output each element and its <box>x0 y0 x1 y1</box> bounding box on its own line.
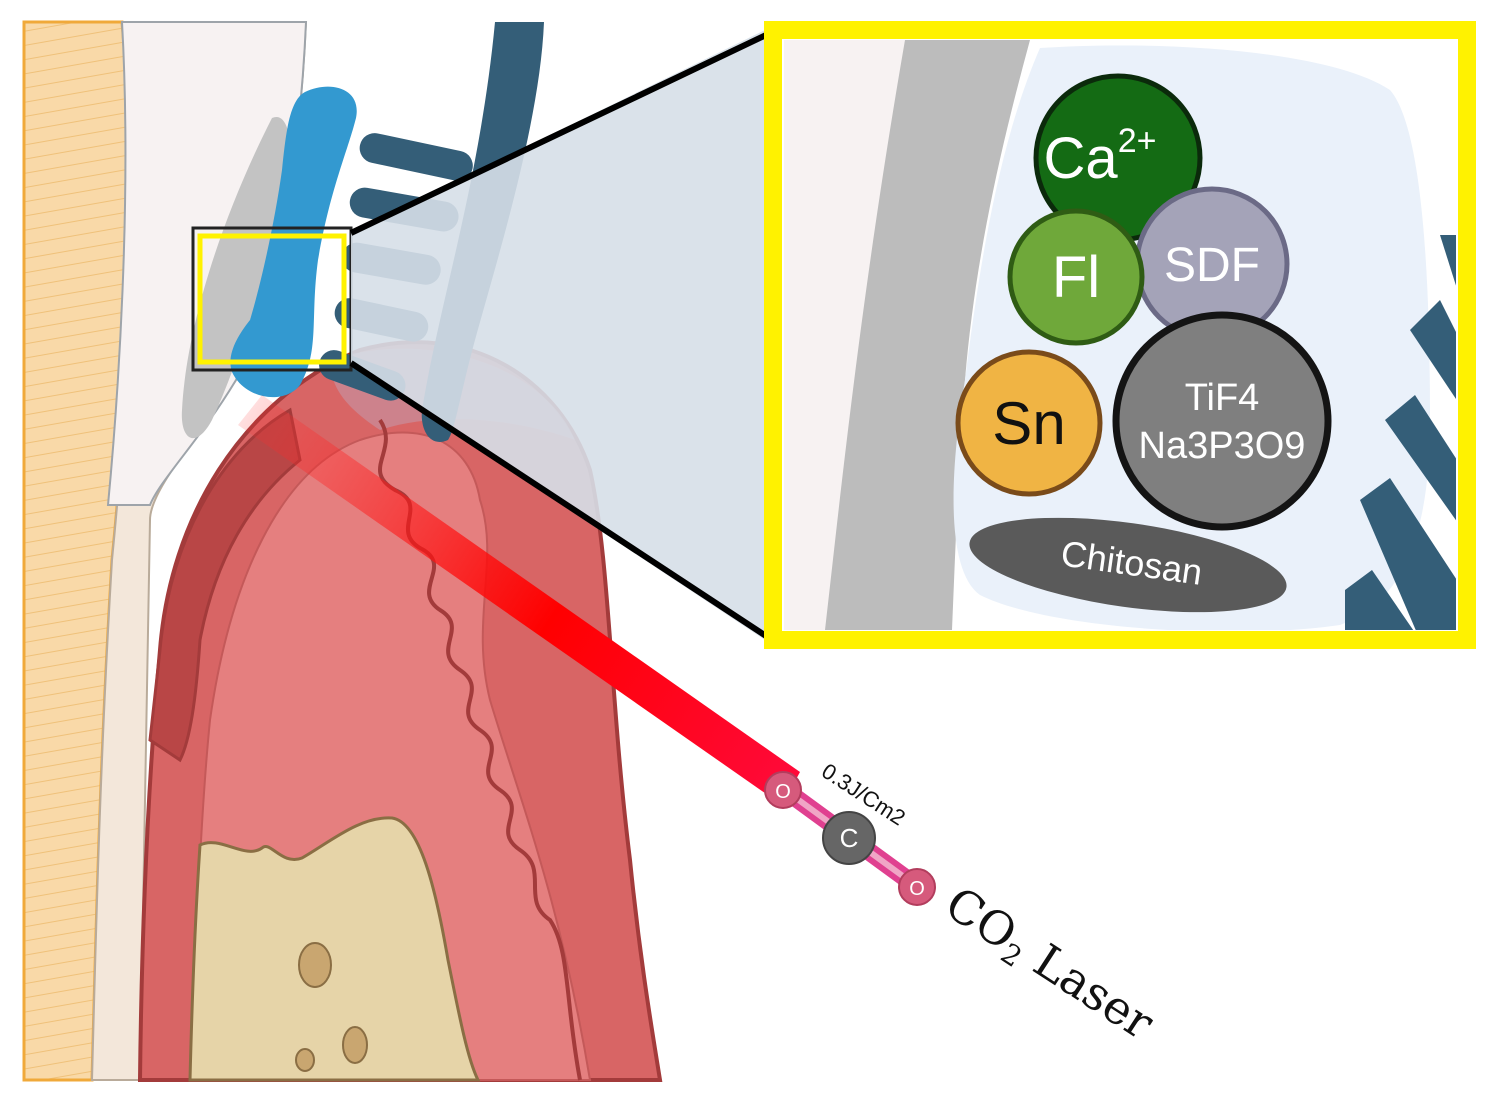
tif4-particle <box>1112 311 1332 531</box>
zoom-line-top <box>349 32 768 236</box>
laser-name: CO2 Laser <box>934 876 1164 1053</box>
sdf-label: SDF <box>1164 239 1260 292</box>
oxygen-left-label: O <box>775 781 791 803</box>
oxygen-atom-left <box>764 771 802 809</box>
tif4-label-line2: Na3P3O9 <box>1139 425 1306 467</box>
tin-label: Sn <box>992 390 1065 457</box>
chitosan-particle <box>969 517 1287 613</box>
tin-ion <box>955 349 1103 497</box>
inset-frame <box>764 21 1476 649</box>
laser-beam <box>238 395 800 805</box>
alveolar-bone <box>188 816 481 1082</box>
tif4-label-line1: TiF4 <box>1185 377 1260 419</box>
main-illustration <box>22 20 768 1082</box>
inset-plaque <box>825 40 1030 630</box>
fluoride-ion <box>1007 208 1145 346</box>
zoom-line-bottom <box>349 360 768 639</box>
carbon-atom <box>822 811 876 865</box>
plaque-layer <box>181 116 291 439</box>
protective-coating <box>230 86 357 398</box>
bone-pore <box>295 1048 315 1072</box>
carbon-label: C <box>840 823 859 853</box>
oxygen-right-label: O <box>909 878 925 900</box>
gingiva-band <box>148 407 302 763</box>
bone-pore <box>298 942 332 988</box>
fluoride-label: Fl <box>1052 245 1100 310</box>
calcium-label: Ca2+ <box>1044 122 1157 191</box>
zoom-inset: Chitosan Ca2+ SDF Fl Sn TiF4 Na3P3O9 <box>764 21 1476 649</box>
zoom-region-highlight <box>197 233 347 365</box>
oxygen-atom-right <box>898 868 936 906</box>
bone-pore <box>342 1026 368 1064</box>
inset-bristles <box>1345 235 1456 630</box>
